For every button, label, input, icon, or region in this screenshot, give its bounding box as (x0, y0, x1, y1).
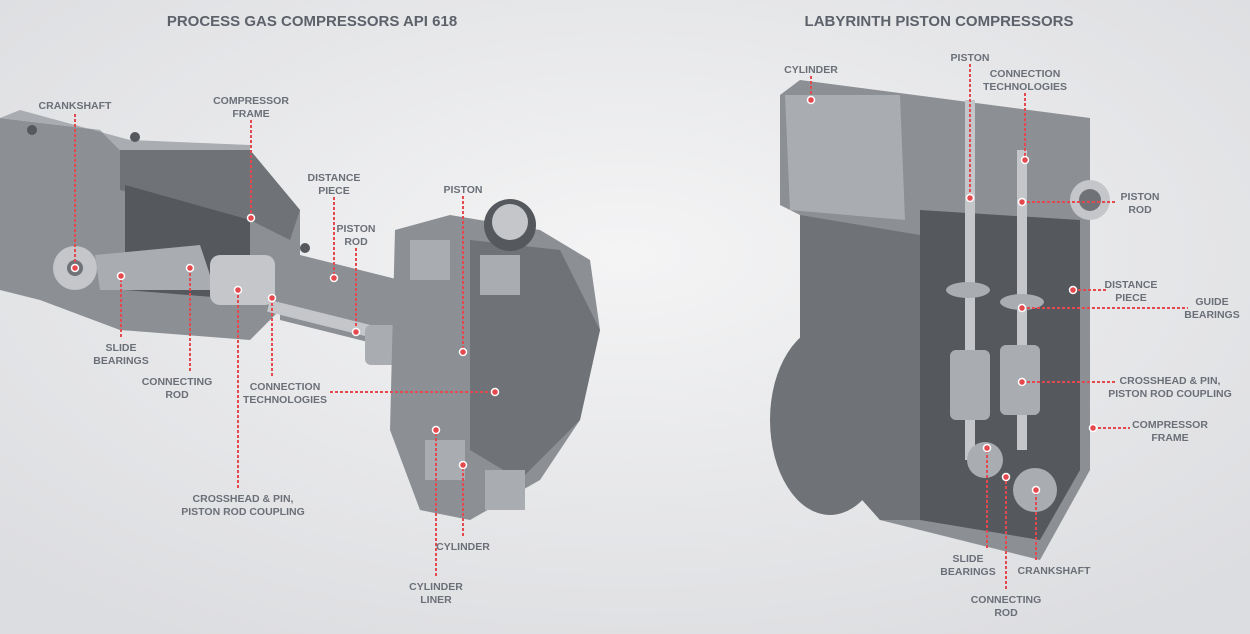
left-diagram-title: PROCESS GAS COMPRESSORS API 618 (167, 13, 457, 30)
label-crankshaft-r: CRANKSHAFT (1018, 565, 1091, 577)
labyrinth-compressor-illustration (770, 80, 1110, 560)
label-piston-r: PISTON (951, 52, 990, 64)
label-crosshead-r: CROSSHEAD & PIN,PISTON ROD COUPLING (1108, 375, 1231, 400)
label-piston: PISTON (444, 184, 483, 196)
right-leader-lines (806, 64, 1188, 589)
left-leader-lines (70, 114, 500, 576)
process-gas-compressor-illustration (0, 110, 600, 520)
label-crosshead: CROSSHEAD & PIN,PISTON ROD COUPLING (181, 493, 304, 518)
label-cylinder: CYLINDER (436, 541, 490, 553)
label-cylinder-r: CYLINDER (784, 64, 838, 76)
right-diagram-title: LABYRINTH PISTON COMPRESSORS (805, 13, 1074, 30)
label-crankshaft: CRANKSHAFT (39, 100, 112, 112)
